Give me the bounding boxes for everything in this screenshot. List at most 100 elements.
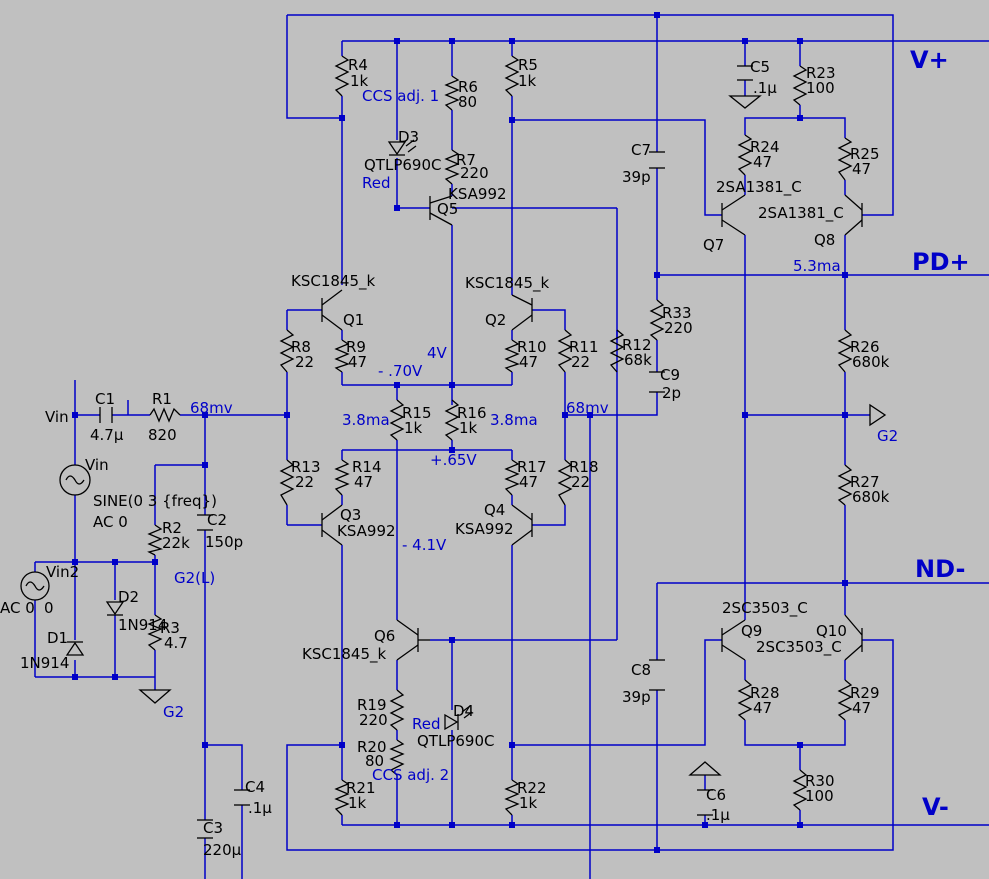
resistor-r29: [837, 679, 853, 721]
capacitor-c4: [234, 789, 250, 806]
capacitor-symbols: [99, 65, 753, 839]
label-components-r13-ref: R13: [291, 458, 321, 476]
vin2-name: Vin2: [46, 563, 79, 581]
label-components-r5-ref: R5: [518, 56, 538, 74]
voltage-source-vin2: [20, 571, 50, 601]
label-components-r26-ref: R26: [850, 338, 880, 356]
label-components-r26-val: 680k: [852, 353, 890, 371]
label-components-q5-val: KSA992: [448, 185, 507, 203]
label-components-q10-val: 2SC3503_C: [756, 638, 842, 657]
label-components-r30-val: 100: [805, 787, 834, 805]
label-components-r21-val: 1k: [348, 794, 367, 812]
resistor-r15: [389, 399, 405, 441]
resistor-r16: [444, 399, 460, 441]
label-components-r9-ref: R9: [346, 338, 366, 356]
label-components-q6-ref: Q6: [374, 627, 395, 645]
label-components-r17-ref: R17: [517, 458, 547, 476]
resistor-r14: [334, 459, 350, 496]
vin-sine: SINE(0 3 {freq}): [93, 492, 217, 510]
resistor-r5: [504, 55, 520, 97]
label-components-r8-ref: R8: [291, 338, 311, 356]
label-components-d3-ref: D3: [398, 128, 419, 146]
label-annotations-i_38_right: 3.8ma: [490, 411, 538, 429]
vin2-dc: 0: [44, 599, 54, 617]
transistor-q1: [321, 289, 343, 331]
label-components-q3-ref: Q3: [340, 506, 361, 524]
label-components-r4-val: 1k: [350, 72, 369, 90]
transistor-q4: [511, 504, 533, 546]
resistor-r6: [444, 75, 460, 111]
rail-nd-minus: ND-: [915, 555, 965, 583]
label-components-c4-val: .1µ: [248, 799, 272, 817]
transistor-q6: [396, 619, 430, 661]
label-components-r14-val: 47: [354, 473, 373, 491]
label-components-r2-val: 22k: [162, 534, 190, 552]
label-components-q3-val: KSA992: [337, 522, 396, 540]
label-components-q5-ref: Q5: [437, 200, 458, 218]
label-annotations-i_53: 5.3ma: [793, 257, 841, 275]
transistor-q10: [844, 614, 863, 661]
label-components-c9-val: 2p: [662, 384, 681, 402]
resistor-r26: [837, 329, 853, 373]
label-components-c5-ref: C5: [750, 58, 770, 76]
capacitor-c2: [197, 514, 213, 531]
rail-labels: V+ PD+ ND- V-: [910, 46, 970, 821]
diode-d1: [65, 641, 85, 656]
label-components-r10-ref: R10: [517, 338, 547, 356]
label-components-r5-val: 1k: [518, 72, 537, 90]
label-components-q7-val: 2SA1381_C: [716, 178, 802, 197]
capacitor-c1: [99, 407, 113, 423]
resistor-r30: [792, 769, 808, 811]
label-components-c5-val: .1µ: [753, 79, 777, 97]
label-components-r2-ref: R2: [162, 519, 182, 537]
label-components-r16-val: 1k: [459, 419, 478, 437]
label-components-c4-ref: C4: [245, 778, 265, 796]
capacitor-c9: [649, 371, 665, 393]
label-annotations-v_070: - .70V: [378, 362, 423, 380]
label-components-r11-ref: R11: [569, 338, 599, 356]
diode-d2: [105, 601, 125, 616]
resistor-r21: [334, 779, 350, 816]
annotation-labels: CCS adj. 1 Red 4V - .70V 68mv 68mv 3.8ma…: [163, 87, 898, 784]
resistor-r28: [737, 679, 753, 721]
capacitor-c7: [649, 151, 665, 169]
label-components-d2-val: 1N914: [118, 616, 167, 634]
capacitor-c5: [737, 65, 753, 81]
label-components-c1-val: 4.7µ: [90, 426, 124, 444]
label-components-r12-val: 68k: [624, 351, 652, 369]
label-components-r23-val: 100: [806, 79, 835, 97]
resistor-r10: [504, 339, 520, 373]
ground-icon: [688, 761, 722, 776]
label-components-q1-val: KSC1845_k: [291, 272, 376, 291]
resistor-symbols: [147, 55, 853, 816]
label-components-r15-ref: R15: [402, 404, 432, 422]
transistor-q2: [511, 294, 533, 331]
label-components-q7-ref: Q7: [703, 236, 724, 254]
label-annotations-i_38_left: 3.8ma: [342, 411, 390, 429]
label-components-r18-ref: R18: [569, 458, 599, 476]
label-components-d3-val: QTLP690C: [364, 156, 441, 174]
label-components-r27-val: 680k: [852, 488, 890, 506]
resistor-r25: [837, 137, 853, 181]
label-components-c8-ref: C8: [631, 661, 651, 679]
label-components-q6-val: KSC1845_k: [302, 645, 387, 664]
label-components-d1-val: 1N914: [20, 654, 69, 672]
label-components-r33-val: 220: [664, 319, 693, 337]
transistor-symbols: [321, 194, 863, 661]
label-components-d2-ref: D2: [118, 588, 139, 606]
led-d3: [387, 139, 417, 156]
resistor-r23: [792, 65, 808, 106]
label-net_labels-g2: G2: [877, 427, 898, 445]
label-components-c2-ref: C2: [207, 511, 227, 529]
source-symbols: [20, 464, 91, 601]
transistor-q9: [721, 619, 746, 661]
vin-ac: AC 0: [93, 513, 128, 531]
ground-symbols: [138, 95, 887, 776]
label-components-r30-ref: R30: [805, 772, 835, 790]
label-components-d3-color: Red: [362, 174, 391, 192]
label-components-r4-ref: R4: [348, 56, 368, 74]
resistor-r22: [504, 779, 520, 816]
transistor-q7: [721, 194, 746, 236]
